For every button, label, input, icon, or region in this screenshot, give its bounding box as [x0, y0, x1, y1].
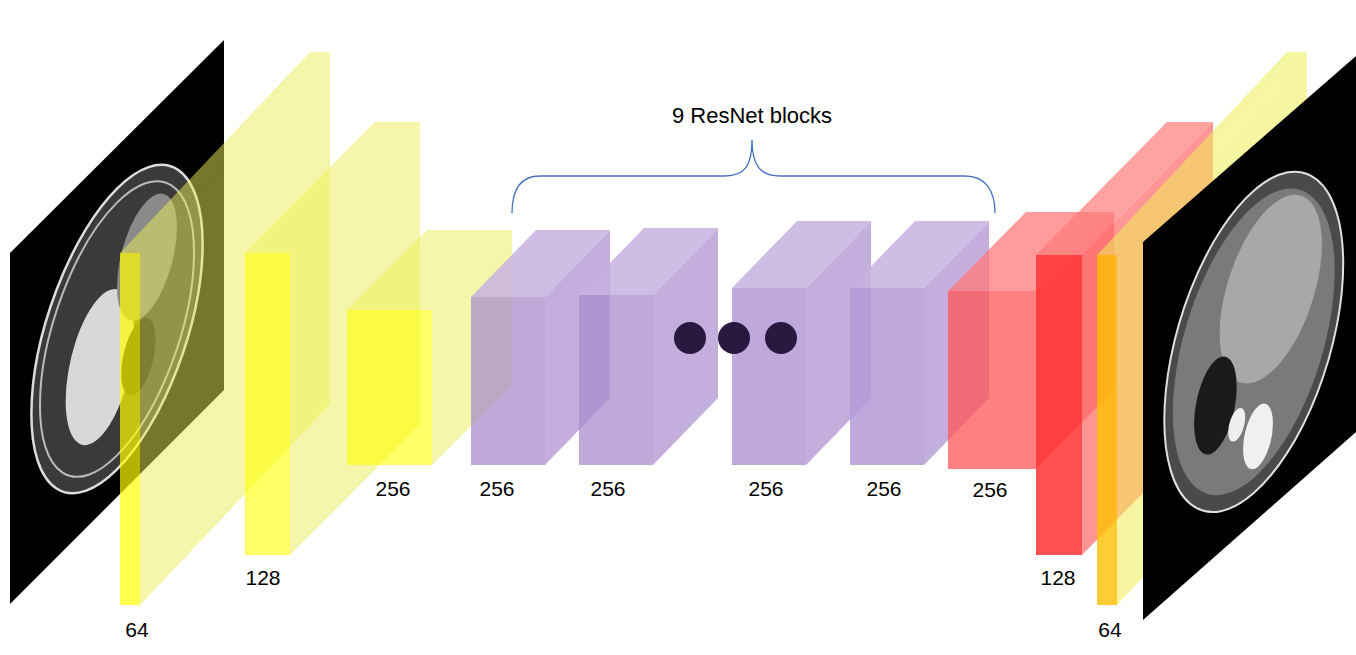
- channel-count: 256: [375, 476, 410, 501]
- channel-count: 256: [748, 476, 783, 501]
- ct-image: [1143, 56, 1356, 620]
- resnet-block: [579, 228, 718, 465]
- ellipsis-dots: [674, 322, 797, 354]
- channel-count: 256: [972, 477, 1007, 502]
- channel-count: 64: [1098, 617, 1121, 642]
- channel-count: 256: [866, 476, 901, 501]
- channel-count: 256: [479, 476, 514, 501]
- brace: [512, 140, 995, 213]
- channel-count: 64: [125, 617, 148, 642]
- group-label: 9 ResNet blocks: [672, 103, 832, 129]
- channel-count: 128: [245, 565, 280, 590]
- channel-count: 256: [590, 476, 625, 501]
- channel-count: 128: [1040, 565, 1075, 590]
